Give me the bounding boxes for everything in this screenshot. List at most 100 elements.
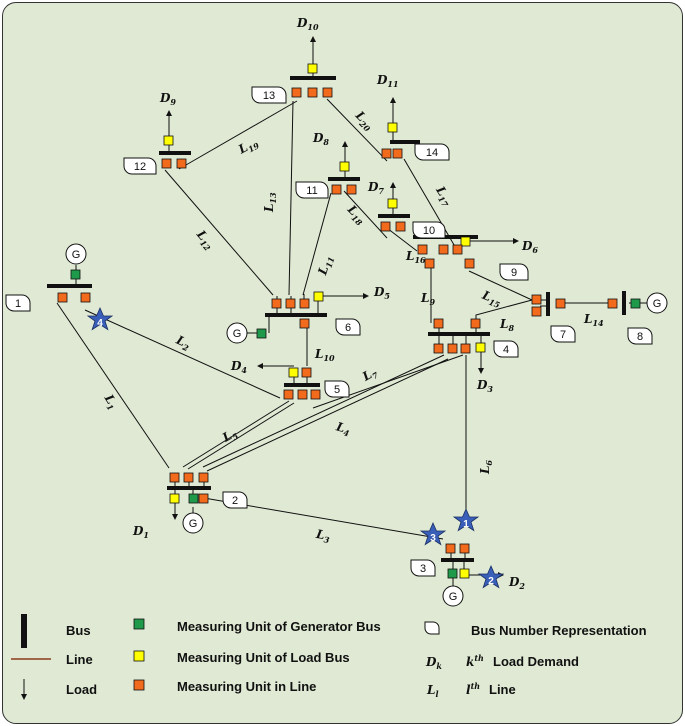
line-label-l18: L18 [343, 202, 369, 228]
legend: Bus Line Load Measuring Unit of Generato… [11, 614, 647, 700]
line-label-l8: L8 [499, 317, 514, 333]
bus-bar-14 [390, 140, 420, 144]
generator-label-3: G [449, 591, 458, 603]
line-l19 [178, 100, 298, 170]
bus-bubble-6 [335, 318, 361, 336]
bus-number-5: 5 [334, 384, 340, 396]
legend-bus-number-icon [424, 621, 440, 635]
load-unit-bus-14 [387, 122, 398, 133]
line-unit [470, 318, 481, 329]
bus-bubble-3 [410, 559, 436, 577]
load-label-d6: D6 [521, 239, 538, 255]
line-unit [417, 244, 428, 255]
legend-bus-label: Bus [66, 623, 91, 638]
line-label-l5: L5 [219, 425, 240, 447]
line-label-l13: L13 [262, 192, 278, 213]
legend-demand-symbol: Dk [425, 655, 442, 671]
bus-number-10: 10 [423, 225, 435, 237]
line-label-l20: L20 [351, 108, 377, 134]
legend-line-symbol: Ll [426, 683, 438, 699]
bus-bar-4 [428, 332, 490, 336]
line-unit [424, 258, 435, 269]
line-l20 [326, 98, 388, 162]
load-units [163, 63, 486, 579]
line-unit [283, 389, 294, 400]
line-label-l19: L19 [235, 135, 261, 159]
load-unit-bus-4 [475, 342, 486, 353]
line-unit [459, 543, 470, 554]
generator-circle-2 [182, 512, 204, 534]
legend-line-text: Line [489, 682, 516, 697]
line-label-l10: L10 [314, 347, 335, 363]
line-unit [198, 472, 209, 483]
gen-units [70, 269, 641, 579]
load-labels: D1 D2 D3 D4 D5 D6 D7 D8 D9 D10 D11 [132, 16, 538, 591]
line-label-l9: L9 [420, 291, 435, 307]
load-label-d9: D9 [159, 91, 176, 107]
bus-numbers: 1 2 3 4 5 6 7 8 9 10 11 12 13 14 [15, 90, 643, 575]
line-unit [271, 298, 282, 309]
line-unit [169, 472, 180, 483]
line-units [57, 87, 618, 554]
bus-bar-1 [47, 284, 92, 288]
bus-bar-2 [167, 486, 211, 490]
bus-number-4: 4 [503, 344, 509, 356]
bus-bubble-9 [499, 263, 529, 281]
legend-line-label: Line [66, 652, 93, 667]
bus-bubble-14 [414, 143, 450, 161]
bus-bubble-13 [251, 86, 287, 104]
generator-circle-8 [646, 292, 668, 314]
line-unit [392, 148, 403, 159]
line-l12 [164, 169, 274, 296]
line-unit [285, 298, 296, 309]
bus-bubble-10 [412, 221, 446, 239]
line-unit [381, 148, 392, 159]
line-unit [198, 493, 209, 504]
line-unit [433, 343, 444, 354]
line-unit [161, 158, 172, 169]
line-l2 [84, 309, 281, 399]
load-unit-bus-10 [387, 198, 398, 209]
line-label-l17: L17 [431, 183, 456, 209]
line-label-l14: L14 [583, 312, 604, 328]
line-l15 [468, 270, 533, 301]
gen-unit-bus-8 [630, 298, 641, 309]
line-unit [395, 221, 406, 232]
star-number-1: 1 [463, 519, 469, 530]
bus-number-3: 3 [420, 563, 426, 575]
line-l18 [343, 190, 388, 239]
line-unit [438, 244, 449, 255]
load-label-d10: D10 [296, 16, 319, 32]
line-unit [447, 343, 458, 354]
line-unit [310, 389, 321, 400]
line-l5b [187, 402, 295, 470]
bus-bar-7 [546, 292, 550, 316]
line-l13 [288, 100, 294, 296]
line-label-l7: L7 [359, 364, 380, 386]
line-unit [297, 389, 308, 400]
gen-unit-bus-1 [70, 269, 81, 280]
line-label-l2: L2 [172, 332, 193, 353]
star-4 [86, 307, 114, 331]
load-unit-bus-12 [163, 135, 174, 146]
generator-label-1: G [72, 249, 81, 261]
line-l7a [202, 354, 445, 468]
star-number-4: 4 [97, 318, 103, 329]
bus-number-9: 9 [511, 267, 517, 279]
bus-bubble-1 [5, 294, 31, 312]
gen-unit-bus-2 [188, 493, 199, 504]
load-label-d11: D11 [376, 73, 399, 89]
load-label-d3: D3 [476, 378, 493, 394]
bus-bubble-5 [324, 380, 350, 398]
bus-bar-6 [265, 313, 327, 317]
bus-bubble-12 [123, 157, 157, 175]
line-l1 [56, 302, 170, 469]
stars [86, 307, 505, 589]
bus-number-14: 14 [426, 147, 438, 159]
generator-circle-6 [226, 322, 248, 344]
bus-number-6: 6 [345, 322, 351, 334]
star-numbers: 1 2 3 4 [97, 318, 494, 587]
line-unit [464, 258, 475, 269]
power-network-diagram: G G G G G [5, 16, 668, 700]
star-number-2: 2 [488, 576, 494, 587]
